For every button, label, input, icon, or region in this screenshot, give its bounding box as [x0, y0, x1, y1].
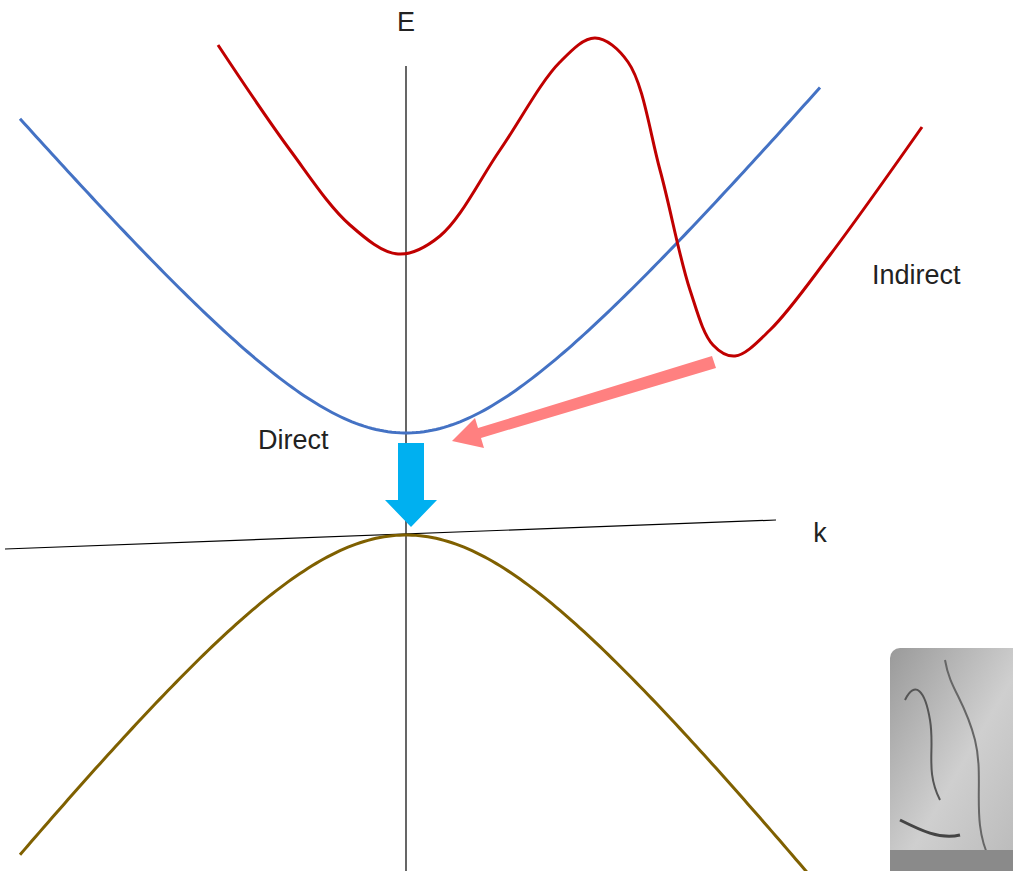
photo-detail [905, 690, 940, 800]
band-label: Direct [258, 427, 329, 454]
transitions [385, 356, 716, 527]
indirect-conduction-band [218, 38, 922, 356]
photo-detail [890, 850, 1013, 871]
photo-ground [890, 648, 1013, 871]
direct-conduction-band [20, 88, 820, 433]
band-label: Indirect [872, 262, 961, 289]
axis-label: E [397, 9, 415, 36]
valence-band [20, 535, 820, 871]
photo-detail [900, 820, 960, 836]
photo-detail [945, 660, 990, 860]
bands [20, 38, 922, 871]
axis-label: k [813, 520, 827, 547]
axes [5, 66, 776, 871]
photo-fragment [890, 648, 1013, 871]
direct-arrow [385, 443, 437, 527]
indirect-arrow [452, 356, 716, 448]
